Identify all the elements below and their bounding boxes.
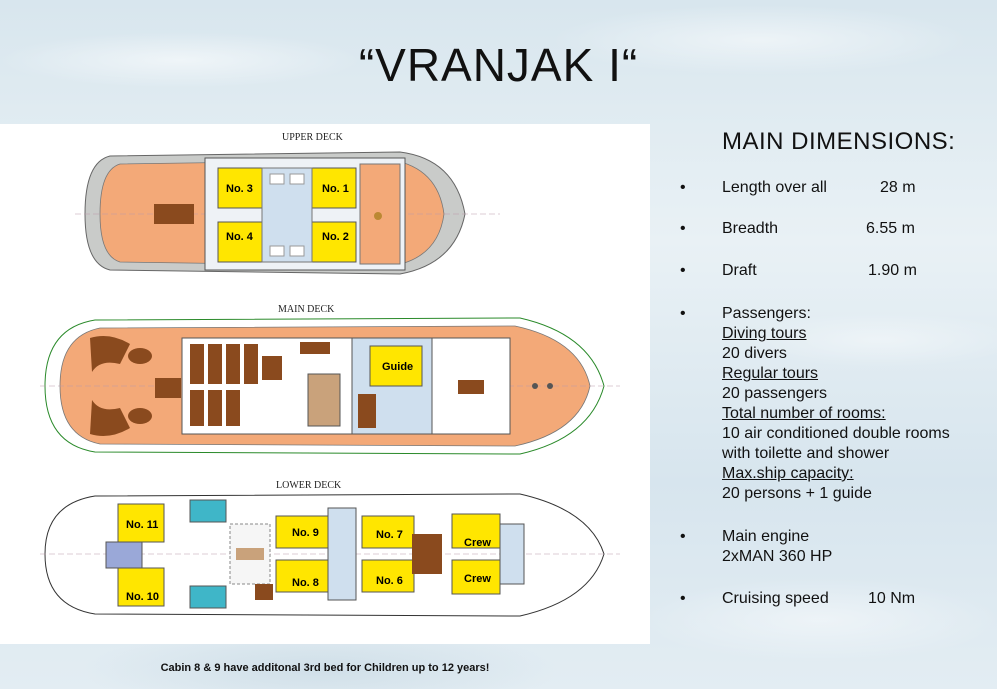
- bullet-icon: •: [680, 590, 686, 607]
- upper-deck: No. 3 No. 1 No. 4 No. 2: [75, 151, 500, 275]
- cabin-no10-label: No. 10: [126, 591, 159, 603]
- spec-speed-value: 10 Nm: [868, 590, 916, 607]
- spec-breadth-label: Breadth: [722, 220, 779, 237]
- crew-cabin-2-label: Crew: [464, 573, 491, 585]
- bullet-icon: •: [680, 179, 686, 196]
- cabin-no9-label: No. 9: [292, 527, 319, 539]
- diving-tours-heading: Diving tours: [722, 325, 807, 342]
- cabin-no11-label: No. 11: [126, 519, 158, 531]
- bullet-icon: •: [680, 220, 686, 237]
- spec-draft-label: Draft: [722, 262, 757, 279]
- bullet-icon: •: [680, 528, 686, 545]
- spec-speed-label: Cruising speed: [722, 590, 829, 607]
- diving-tours-value: 20 divers: [722, 345, 787, 362]
- cabin-no6-label: No. 6: [376, 575, 403, 587]
- capacity-heading: Max.ship capacity:: [722, 465, 854, 482]
- capacity-value: 20 persons + 1 guide: [722, 485, 872, 502]
- bullet-icon: •: [680, 262, 686, 279]
- main-deck-label: MAIN DECK: [278, 304, 335, 315]
- upper-deck-label: UPPER DECK: [282, 132, 344, 143]
- rooms-line-1: 10 air conditioned double rooms: [722, 425, 950, 442]
- cabin-no7-label: No. 7: [376, 529, 403, 541]
- regular-tours-value: 20 passengers: [722, 385, 827, 402]
- main-deck: Guide: [40, 317, 620, 455]
- bullet-icon: •: [680, 305, 686, 322]
- lower-deck-label: LOWER DECK: [276, 480, 342, 491]
- crew-cabin-1-label: Crew: [464, 537, 491, 549]
- lower-deck: No. 11 No. 10 No. 9 No. 8 No. 7 No. 6 Cr…: [40, 493, 620, 617]
- cabin-no3-label: No. 3: [226, 183, 253, 195]
- spec-length-value: 28 m: [880, 179, 916, 196]
- deck-plan: UPPER DECK No. 3 No. 1 No. 4 No. 2 MAIN …: [0, 124, 650, 644]
- cabin-no4-label: No. 4: [226, 231, 254, 243]
- regular-tours-heading: Regular tours: [722, 365, 819, 382]
- dimensions-heading: MAIN DIMENSIONS:: [722, 128, 956, 155]
- dimensions-panel: MAIN DIMENSIONS: • Length over all 28 m …: [680, 128, 990, 607]
- spec-draft-value: 1.90 m: [868, 262, 917, 279]
- cabin-no8-label: No. 8: [292, 577, 319, 589]
- cabin-no1-label: No. 1: [322, 183, 349, 195]
- engine-label: Main engine: [722, 528, 810, 545]
- engine-value: 2xMAN 360 HP: [722, 548, 833, 565]
- rooms-line-2: with toilette and shower: [722, 445, 890, 462]
- cabin-note: Cabin 8 & 9 have additonal 3rd bed for C…: [160, 662, 490, 674]
- passengers-label: Passengers:: [722, 305, 811, 322]
- page-title: “VRANJAK I“: [358, 39, 639, 91]
- spec-breadth-value: 6.55 m: [866, 220, 915, 237]
- cabin-guide-label: Guide: [382, 361, 413, 373]
- cabin-no2-label: No. 2: [322, 231, 349, 243]
- spec-length-label: Length over all: [722, 179, 827, 196]
- rooms-heading: Total number of rooms:: [722, 405, 886, 422]
